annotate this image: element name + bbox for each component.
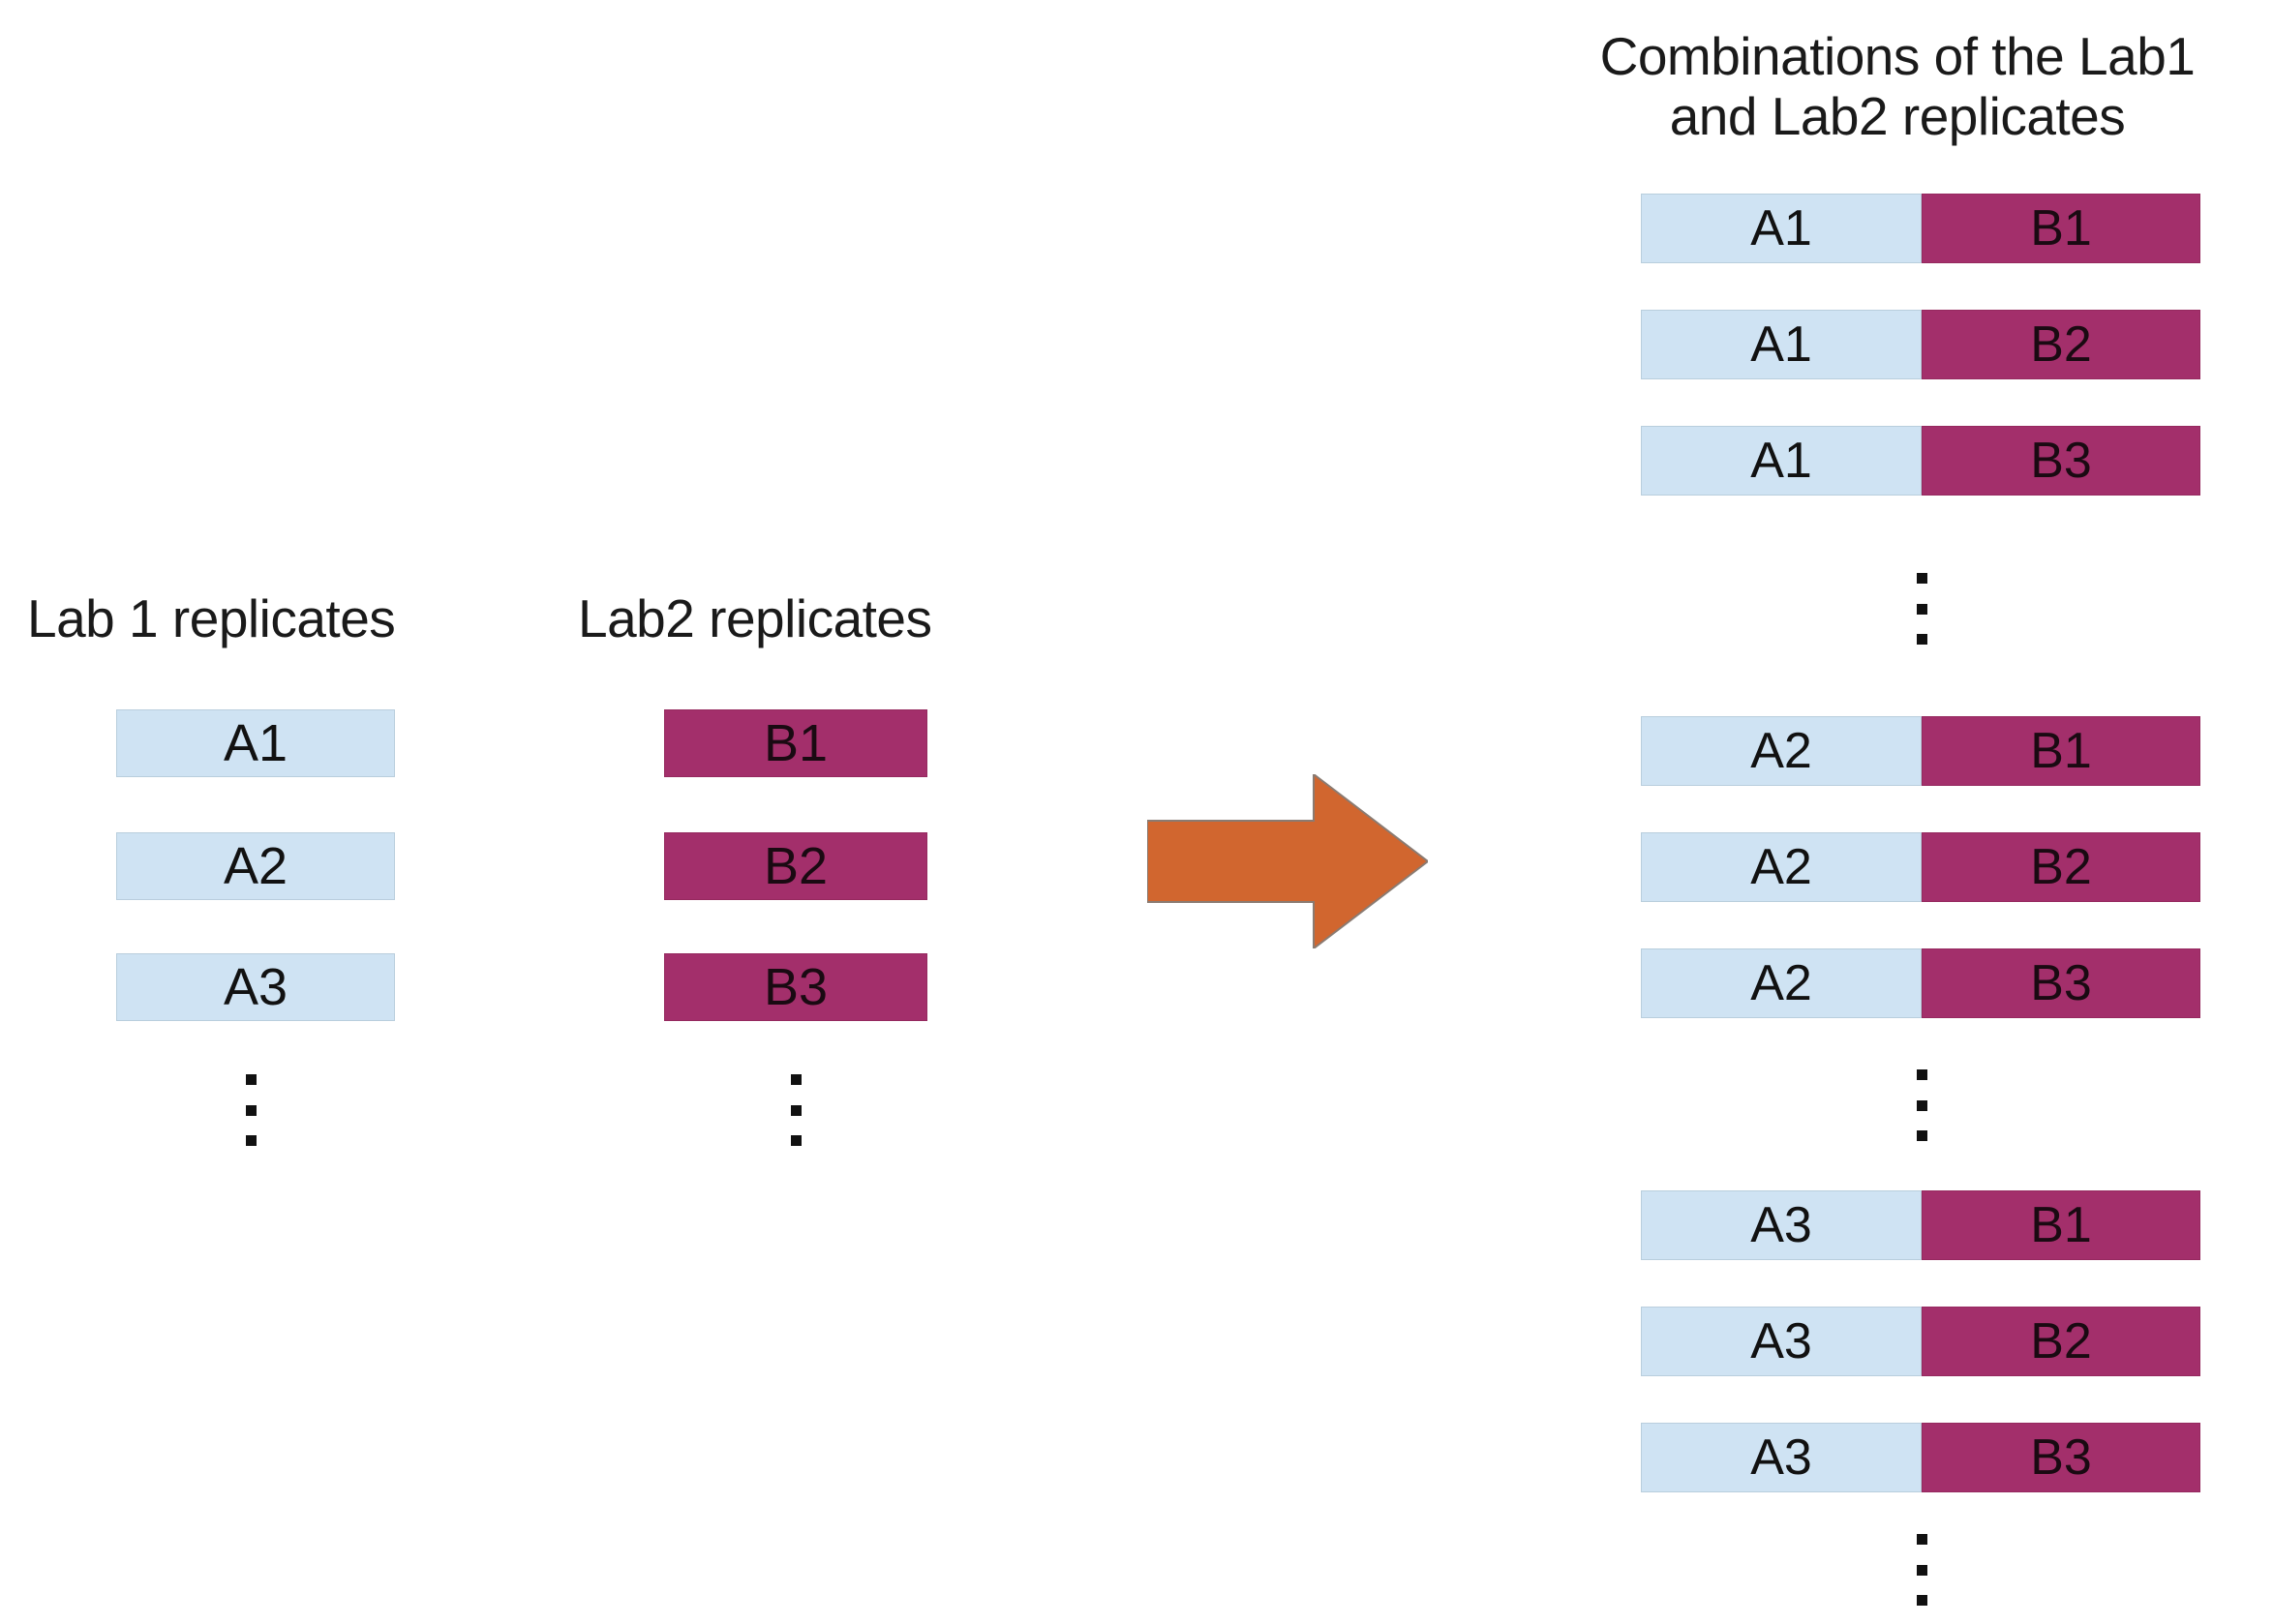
lab2-box-b2: B2 xyxy=(664,832,927,900)
combo-right-cell: B3 xyxy=(1922,426,2200,496)
combo-left-cell: A3 xyxy=(1641,1190,1922,1260)
combination-row: A1 B1 xyxy=(1641,194,2200,263)
ellipsis-dot xyxy=(1916,634,1927,645)
lab2-heading: Lab2 replicates xyxy=(578,588,932,648)
ellipsis-dot xyxy=(245,1074,257,1085)
lab1-box-a1: A1 xyxy=(116,709,395,777)
combinations-title: Combinations of the Lab1 and Lab2 replic… xyxy=(1510,26,2273,146)
ellipsis-dot xyxy=(1916,1069,1927,1080)
lab1-box-a3: A3 xyxy=(116,953,395,1021)
combo-right-cell: B1 xyxy=(1922,1190,2200,1260)
combo-left-cell: A3 xyxy=(1641,1423,1922,1492)
combo-left-cell: A1 xyxy=(1641,194,1922,263)
combo-left-cell: A2 xyxy=(1641,948,1922,1018)
ellipsis-dot xyxy=(1916,603,1927,615)
combination-row: A1 B3 xyxy=(1641,426,2200,496)
combo-left-cell: A1 xyxy=(1641,310,1922,379)
ellipsis-dot xyxy=(245,1135,257,1146)
ellipsis-dot xyxy=(1916,1130,1927,1141)
lab2-box-b3: B3 xyxy=(664,953,927,1021)
combination-row: A2 B1 xyxy=(1641,716,2200,786)
ellipsis-dot xyxy=(1916,1564,1927,1576)
lab1-box-a2: A2 xyxy=(116,832,395,900)
combination-row: A3 B3 xyxy=(1641,1423,2200,1492)
ellipsis-dot xyxy=(245,1104,257,1116)
combination-group2-continuation-ellipsis-icon xyxy=(1915,1069,1928,1141)
combination-group3-continuation-ellipsis-icon xyxy=(1915,1534,1928,1606)
ellipsis-dot xyxy=(1916,573,1927,584)
combination-group1-continuation-ellipsis-icon xyxy=(1915,573,1928,645)
combo-left-cell: A1 xyxy=(1641,426,1922,496)
lab1-continuation-ellipsis-icon xyxy=(244,1074,258,1146)
combinations-title-line2: and Lab2 replicates xyxy=(1669,85,2126,146)
combo-right-cell: B2 xyxy=(1922,310,2200,379)
combo-left-cell: A3 xyxy=(1641,1307,1922,1376)
combo-right-cell: B3 xyxy=(1922,948,2200,1018)
combination-row: A3 B1 xyxy=(1641,1190,2200,1260)
combo-right-cell: B3 xyxy=(1922,1423,2200,1492)
combinations-title-line1: Combinations of the Lab1 xyxy=(1599,26,2196,86)
combo-right-cell: B1 xyxy=(1922,194,2200,263)
ellipsis-dot xyxy=(790,1074,802,1085)
ellipsis-dot xyxy=(790,1104,802,1116)
combination-row: A1 B2 xyxy=(1641,310,2200,379)
lab1-heading: Lab 1 replicates xyxy=(27,588,396,648)
combo-right-cell: B2 xyxy=(1922,832,2200,902)
combo-right-cell: B2 xyxy=(1922,1307,2200,1376)
lab2-continuation-ellipsis-icon xyxy=(789,1074,803,1146)
lab2-box-b1: B1 xyxy=(664,709,927,777)
ellipsis-dot xyxy=(1916,1534,1927,1545)
right-arrow-icon xyxy=(1147,774,1428,948)
ellipsis-dot xyxy=(790,1135,802,1146)
combination-row: A3 B2 xyxy=(1641,1307,2200,1376)
combination-row: A2 B2 xyxy=(1641,832,2200,902)
combo-left-cell: A2 xyxy=(1641,832,1922,902)
combo-left-cell: A2 xyxy=(1641,716,1922,786)
combo-right-cell: B1 xyxy=(1922,716,2200,786)
ellipsis-dot xyxy=(1916,1595,1927,1606)
ellipsis-dot xyxy=(1916,1099,1927,1111)
combination-row: A2 B3 xyxy=(1641,948,2200,1018)
